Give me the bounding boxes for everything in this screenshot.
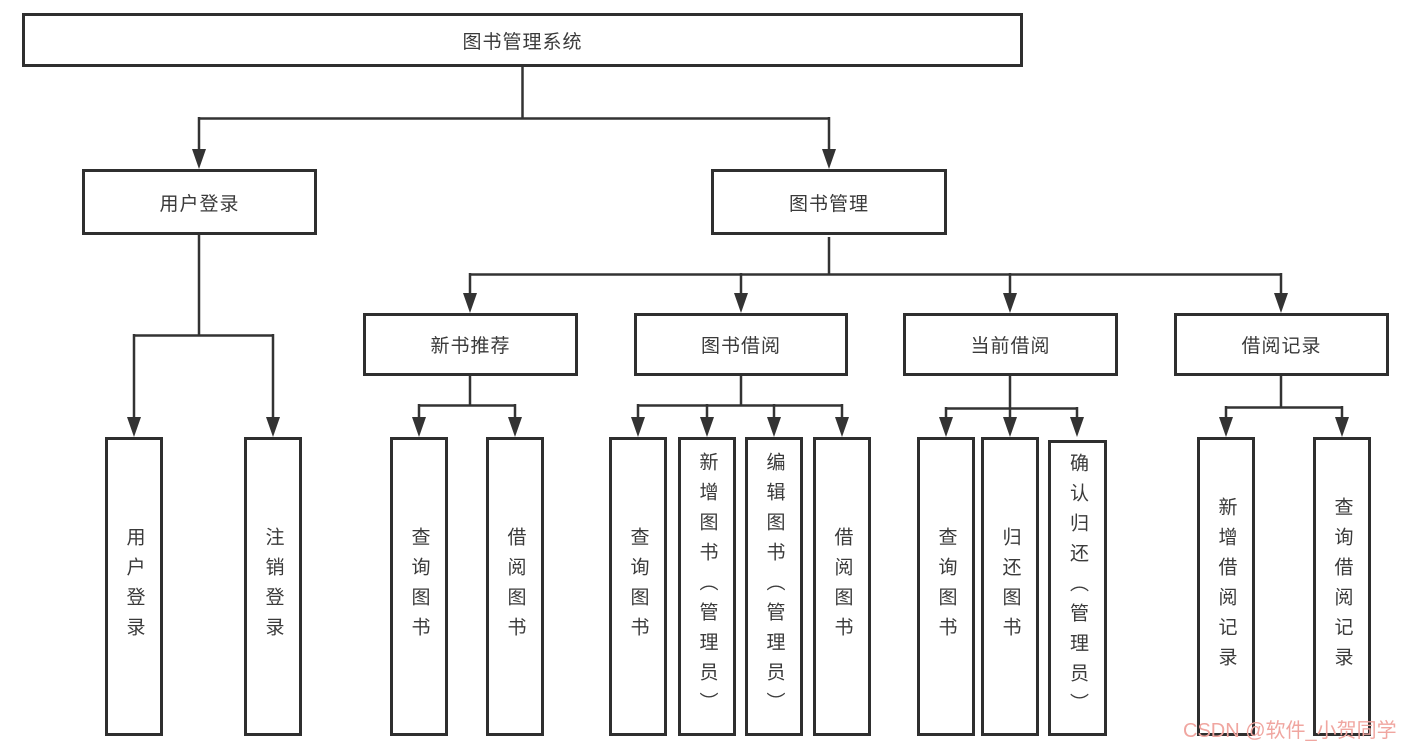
arrow-down-icon bbox=[822, 149, 836, 169]
node-new-book-recommendation: 新书推荐 bbox=[363, 313, 578, 376]
arrow-down-icon bbox=[266, 417, 280, 437]
arrow-down-icon bbox=[1070, 417, 1084, 437]
arrow-down-icon bbox=[1335, 417, 1349, 437]
leaf-query-books-borrowing: 查询图书 bbox=[609, 437, 667, 736]
node-book-borrowing: 图书借阅 bbox=[634, 313, 848, 376]
leaf-add-borrow-record: 新增借阅记录 bbox=[1197, 437, 1255, 736]
node-borrowing-records: 借阅记录 bbox=[1174, 313, 1389, 376]
connector-root-to-level2 bbox=[197, 67, 831, 150]
leaf-borrow-books-borrowing: 借阅图书 bbox=[813, 437, 871, 736]
arrow-down-icon bbox=[939, 417, 953, 437]
arrow-down-icon bbox=[463, 293, 477, 313]
leaf-query-books-recommend: 查询图书 bbox=[390, 437, 448, 736]
arrow-down-icon bbox=[835, 417, 849, 437]
arrow-down-icon bbox=[700, 417, 714, 437]
leaf-query-books-current: 查询图书 bbox=[917, 437, 975, 736]
leaf-edit-books-admin: 编辑图书（管理员） bbox=[745, 437, 803, 736]
node-user-login: 用户登录 bbox=[82, 169, 317, 235]
arrow-down-icon bbox=[734, 293, 748, 313]
arrow-down-icon bbox=[127, 417, 141, 437]
arrow-down-icon bbox=[508, 417, 522, 437]
leaf-query-borrow-record: 查询借阅记录 bbox=[1313, 437, 1371, 736]
arrow-down-icon bbox=[192, 149, 206, 169]
connector-current-borrowing-children bbox=[944, 376, 1079, 418]
arrow-down-icon bbox=[631, 417, 645, 437]
leaf-add-books-admin: 新增图书（管理员） bbox=[678, 437, 736, 736]
connector-new-book-children bbox=[417, 376, 517, 418]
leaf-borrow-books-recommend: 借阅图书 bbox=[486, 437, 544, 736]
leaf-user-login: 用户登录 bbox=[105, 437, 163, 736]
node-root: 图书管理系统 bbox=[22, 13, 1023, 67]
connector-book-borrowing-children bbox=[636, 376, 844, 418]
node-current-borrowing: 当前借阅 bbox=[903, 313, 1118, 376]
arrow-down-icon bbox=[1219, 417, 1233, 437]
arrow-down-icon bbox=[1003, 293, 1017, 313]
node-book-management: 图书管理 bbox=[711, 169, 947, 235]
arrow-down-icon bbox=[412, 417, 426, 437]
leaf-confirm-return-admin: 确认归还（管理员） bbox=[1048, 440, 1107, 736]
arrow-down-icon bbox=[767, 417, 781, 437]
connector-borrow-records-children bbox=[1224, 376, 1344, 418]
watermark-text: CSDN @软件_小贺同学 bbox=[1183, 720, 1397, 742]
leaf-logout-login: 注销登录 bbox=[244, 437, 302, 736]
arrow-down-icon bbox=[1274, 293, 1288, 313]
connector-book-management-children bbox=[468, 237, 1283, 294]
connector-user-login-children bbox=[132, 235, 275, 418]
arrow-down-icon bbox=[1003, 417, 1017, 437]
leaf-return-books: 归还图书 bbox=[981, 437, 1039, 736]
